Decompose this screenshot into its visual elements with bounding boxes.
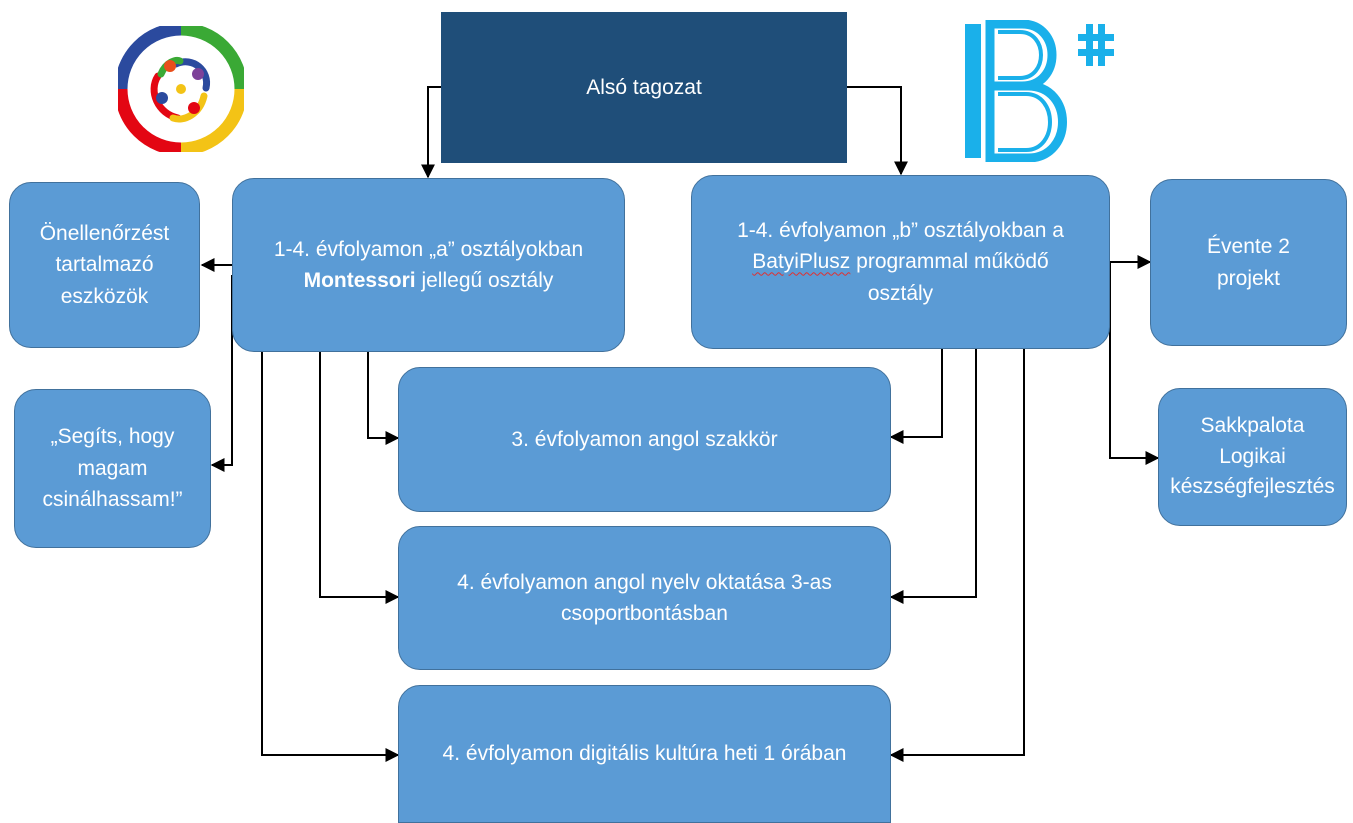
right-box2-line1: Sakkpalota bbox=[1200, 414, 1305, 438]
right-box-projects: Évente 2 projekt bbox=[1150, 179, 1347, 346]
arrow-class-a-to-center3 bbox=[261, 352, 400, 762]
class-a-bold: Montessori bbox=[303, 269, 416, 292]
arrow-class-a-to-left-box2 bbox=[210, 275, 233, 472]
class-b-line2-rest: programmal működő bbox=[850, 250, 1049, 274]
arrow-class-b-to-center1 bbox=[889, 349, 943, 444]
center1-label: 3. évfolyamon angol szakkör bbox=[511, 427, 778, 451]
right-box1-line2: projekt bbox=[1216, 266, 1281, 290]
left-box1-line3: eszközök bbox=[60, 284, 149, 308]
class-a-line1: 1-4. évfolyamon „a” osztályokban bbox=[273, 237, 584, 261]
school-logo bbox=[118, 26, 244, 152]
left-box-help-me-do-it: „Segíts, hogy magam csinálhassam!” bbox=[14, 389, 211, 548]
arrow-class-b-to-right-box2 bbox=[1109, 262, 1160, 465]
left-box1-line1: Önellenőrzést bbox=[39, 221, 170, 245]
center-box-english-club: 3. évfolyamon angol szakkör bbox=[398, 367, 891, 512]
top-node-also-tagozat: Alsó tagozat bbox=[441, 12, 847, 163]
people-circle-icon bbox=[150, 56, 211, 123]
batyiplusz-logo bbox=[965, 20, 1114, 162]
class-a-node: 1-4. évfolyamon „a” osztályokban Montess… bbox=[232, 178, 625, 352]
right-box2-line2: Logikai bbox=[1219, 444, 1286, 468]
left-box1-line2: tartalmazó bbox=[55, 253, 154, 277]
class-a-rest: jellegű osztály bbox=[415, 269, 554, 292]
center2-line2: csoportbontásban bbox=[561, 602, 728, 625]
arrow-class-b-to-center2 bbox=[889, 349, 977, 604]
arrow-class-a-to-center2 bbox=[319, 352, 400, 604]
center-box-english-groups: 4. évfolyamon angol nyelv oktatása 3-as … bbox=[398, 526, 891, 670]
arrow-class-a-to-center1 bbox=[367, 352, 400, 445]
left-box-self-check-tools: Önellenőrzést tartalmazó eszközök bbox=[9, 182, 200, 348]
left-box2-line3: csinálhassam!” bbox=[42, 488, 183, 512]
arrow-top-to-class-b bbox=[847, 86, 908, 176]
class-b-line1: 1-4. évfolyamon „b” osztályokban a bbox=[737, 218, 1064, 242]
class-b-node: 1-4. évfolyamon „b” osztályokban a Batyi… bbox=[691, 175, 1110, 349]
center3-label: 4. évfolyamon digitális kultúra heti 1 ó… bbox=[442, 742, 847, 766]
class-b-line3: osztály bbox=[867, 281, 934, 305]
right-box2-line3: készségfejlesztés bbox=[1170, 475, 1335, 499]
center-box-digital-culture: 4. évfolyamon digitális kultúra heti 1 ó… bbox=[398, 685, 891, 823]
class-b-underlined: BatyiPlusz bbox=[752, 250, 851, 274]
arrow-class-b-to-center3 bbox=[889, 349, 1025, 762]
center2-line1: 4. évfolyamon angol nyelv oktatása 3-as bbox=[457, 570, 832, 594]
arrow-top-to-class-a bbox=[421, 86, 441, 179]
right-box-chess-palace: Sakkpalota Logikai készségfejlesztés bbox=[1158, 388, 1347, 526]
left-box2-line1: „Segíts, hogy bbox=[50, 425, 175, 449]
left-box2-line2: magam bbox=[77, 456, 148, 480]
right-box1-line1: Évente 2 bbox=[1207, 235, 1290, 258]
top-node-label: Alsó tagozat bbox=[586, 75, 702, 99]
plus-sign-icon bbox=[1078, 24, 1114, 66]
